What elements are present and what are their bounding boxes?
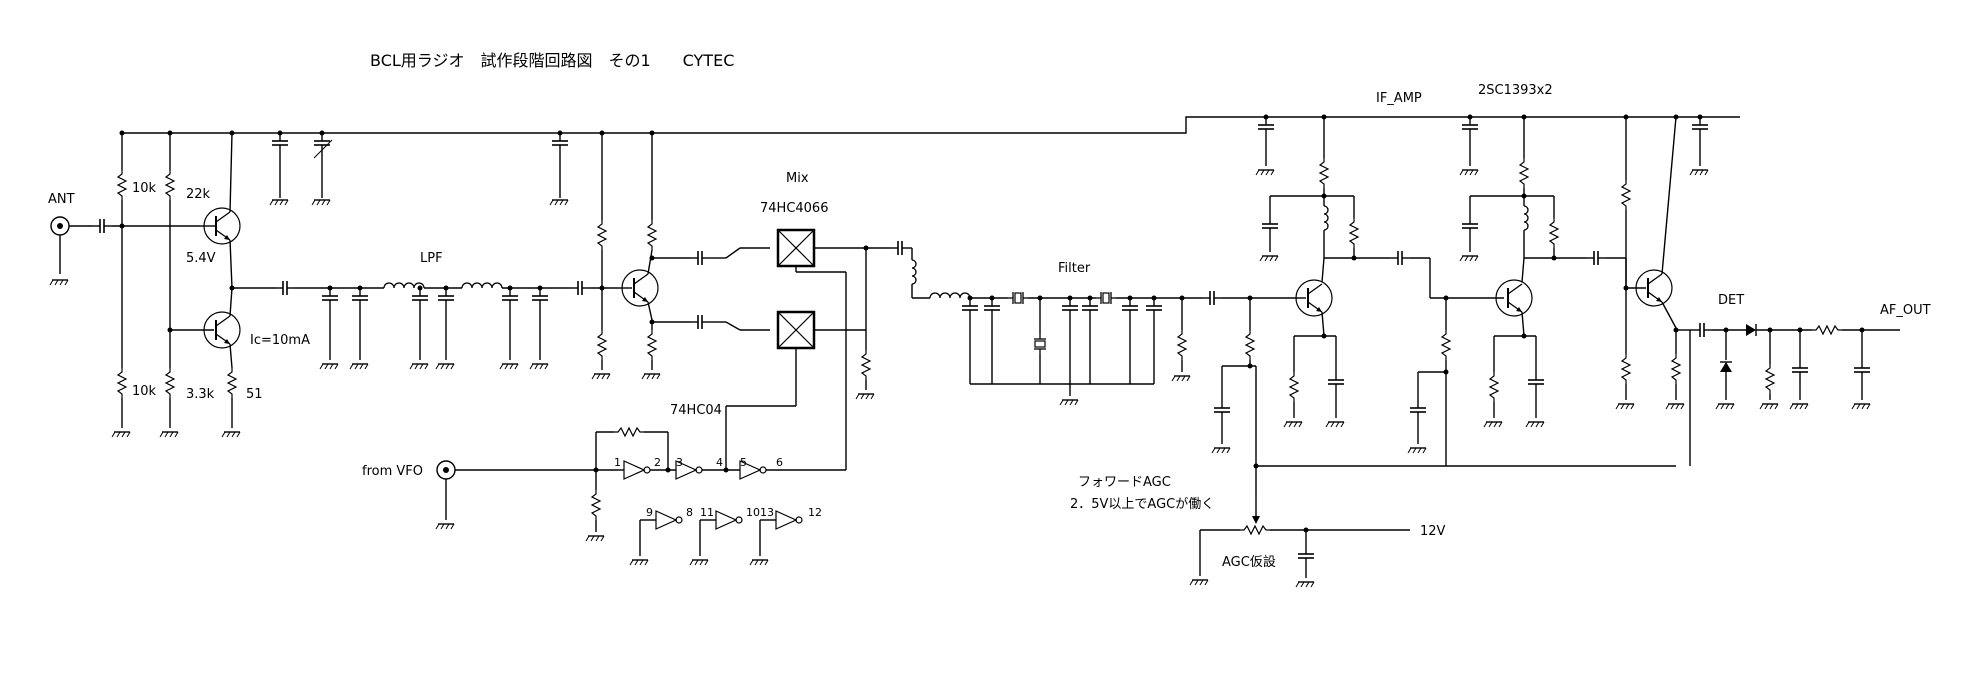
pin-2: 2 bbox=[654, 456, 661, 469]
r-51-label: 51 bbox=[246, 387, 263, 402]
buffer-transistors bbox=[200, 130, 275, 438]
pin-8: 8 bbox=[686, 506, 693, 519]
transistor-label: 2SC1393x2 bbox=[1478, 83, 1553, 98]
ic-label: Ic=10mA bbox=[250, 333, 310, 348]
if-amp-stage-2 bbox=[1407, 114, 1627, 466]
pin-10: 10 bbox=[746, 506, 760, 519]
pin-3: 3 bbox=[676, 456, 683, 469]
pin-9: 9 bbox=[646, 506, 653, 519]
pin-5: 5 bbox=[740, 456, 747, 469]
splitter-stage bbox=[591, 130, 770, 380]
lpf-section bbox=[274, 280, 618, 370]
lpf-label: LPF bbox=[420, 251, 443, 266]
if-amp-label: IF_AMP bbox=[1376, 91, 1422, 106]
schematic-title: BCL用ラジオ 試作段階回路図 その1 CYTEC bbox=[370, 51, 734, 70]
supply-rail bbox=[122, 116, 1740, 134]
mix-label: Mix bbox=[786, 171, 809, 186]
pin-13: 13 bbox=[760, 506, 774, 519]
ant-label: ANT bbox=[48, 192, 75, 207]
v12-label: 12V bbox=[1420, 524, 1446, 539]
agc-note-label: 2．5V以上でAGCが働く bbox=[1070, 497, 1214, 512]
detector-stage bbox=[1615, 114, 1900, 466]
filter-label: Filter bbox=[1058, 261, 1091, 276]
r-10k-bot-label: 10k bbox=[132, 384, 157, 399]
ic-04-label: 74HC04 bbox=[670, 403, 722, 418]
r-22k-label: 22k bbox=[186, 187, 211, 202]
agc-network bbox=[1189, 463, 1676, 588]
af-out-label: AF_OUT bbox=[1880, 303, 1931, 318]
pin-1: 1 bbox=[614, 456, 621, 469]
det-label: DET bbox=[1718, 293, 1744, 308]
mixer-4066 bbox=[725, 228, 912, 466]
bias-divider bbox=[111, 130, 214, 438]
pin-11: 11 bbox=[700, 506, 714, 519]
from-vfo-label: from VFO bbox=[362, 464, 423, 479]
if-amp-stage-1 bbox=[1211, 114, 1431, 496]
agc-temp-label: AGC仮設 bbox=[1222, 554, 1276, 570]
pin-12: 12 bbox=[808, 506, 822, 519]
decoupling-caps-left bbox=[269, 130, 569, 206]
vfo-input bbox=[435, 427, 669, 542]
pin-6: 6 bbox=[776, 456, 783, 469]
ic-4066-label: 74HC4066 bbox=[760, 201, 828, 216]
inverter-chain bbox=[618, 460, 847, 566]
r-33k-label: 3.3k bbox=[186, 387, 215, 402]
pin-4: 4 bbox=[716, 456, 723, 469]
crystal-filter bbox=[911, 248, 1298, 406]
r-10k-top-label: 10k bbox=[132, 181, 157, 196]
antenna-input bbox=[49, 216, 200, 286]
fwd-agc-label: フォワードAGC bbox=[1078, 475, 1171, 490]
v54-label: 5.4V bbox=[186, 251, 216, 266]
